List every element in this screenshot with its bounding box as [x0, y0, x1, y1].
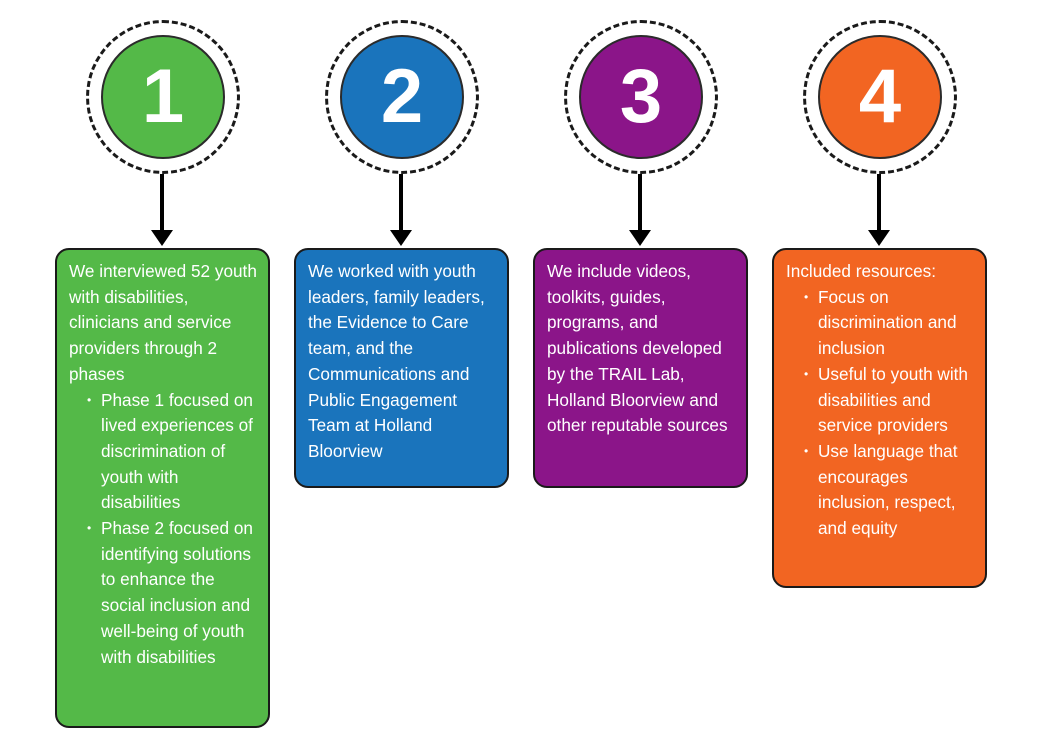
step-2-number-circle: 2 [340, 35, 464, 159]
step-2-arrow-icon [390, 174, 412, 246]
step-3-number: 3 [619, 54, 663, 139]
step-2-number: 2 [380, 54, 424, 139]
step-4-arrow-icon [868, 174, 890, 246]
step-2-dashed-ring: 2 [325, 20, 479, 174]
step-4-intro: Included resources: [786, 261, 936, 281]
step-4-bullet-list: Focus on discrimination and inclusion Us… [786, 285, 975, 542]
step-4-bullet-3: Use language that encourages inclusion, … [804, 439, 975, 542]
step-3-description-box: We include videos, toolkits, guides, pro… [533, 248, 748, 488]
step-1-arrow-icon [151, 174, 173, 246]
step-3-dashed-ring: 3 [564, 20, 718, 174]
step-1: 1 We interviewed 52 youth with disabilit… [55, 0, 275, 754]
step-3: 3 We include videos, toolkits, guides, p… [533, 0, 753, 754]
step-3-arrow-icon [629, 174, 651, 246]
step-1-intro: We interviewed 52 youth with disabilitie… [69, 261, 257, 384]
step-4-number-circle: 4 [818, 35, 942, 159]
step-4-bullet-2: Useful to youth with disabilities and se… [804, 362, 975, 439]
step-1-dashed-ring: 1 [86, 20, 240, 174]
step-1-bullet-2: Phase 2 focused on identifying solutions… [87, 516, 258, 670]
step-2: 2 We worked with youth leaders, family l… [294, 0, 514, 754]
step-1-bullet-list: Phase 1 focused on lived experiences of … [69, 388, 258, 671]
step-1-number-circle: 1 [101, 35, 225, 159]
step-4-number: 4 [858, 54, 902, 139]
step-3-intro: We include videos, toolkits, guides, pro… [547, 261, 728, 436]
step-4-dashed-ring: 4 [803, 20, 957, 174]
step-4: 4 Included resources: Focus on discrimin… [772, 0, 992, 754]
step-1-description-box: We interviewed 52 youth with disabilitie… [55, 248, 270, 728]
step-1-bullet-1: Phase 1 focused on lived experiences of … [87, 388, 258, 517]
step-3-number-circle: 3 [579, 35, 703, 159]
step-1-number: 1 [141, 54, 185, 139]
step-2-intro: We worked with youth leaders, family lea… [308, 261, 485, 461]
step-2-description-box: We worked with youth leaders, family lea… [294, 248, 509, 488]
step-4-description-box: Included resources: Focus on discriminat… [772, 248, 987, 588]
step-4-bullet-1: Focus on discrimination and inclusion [804, 285, 975, 362]
